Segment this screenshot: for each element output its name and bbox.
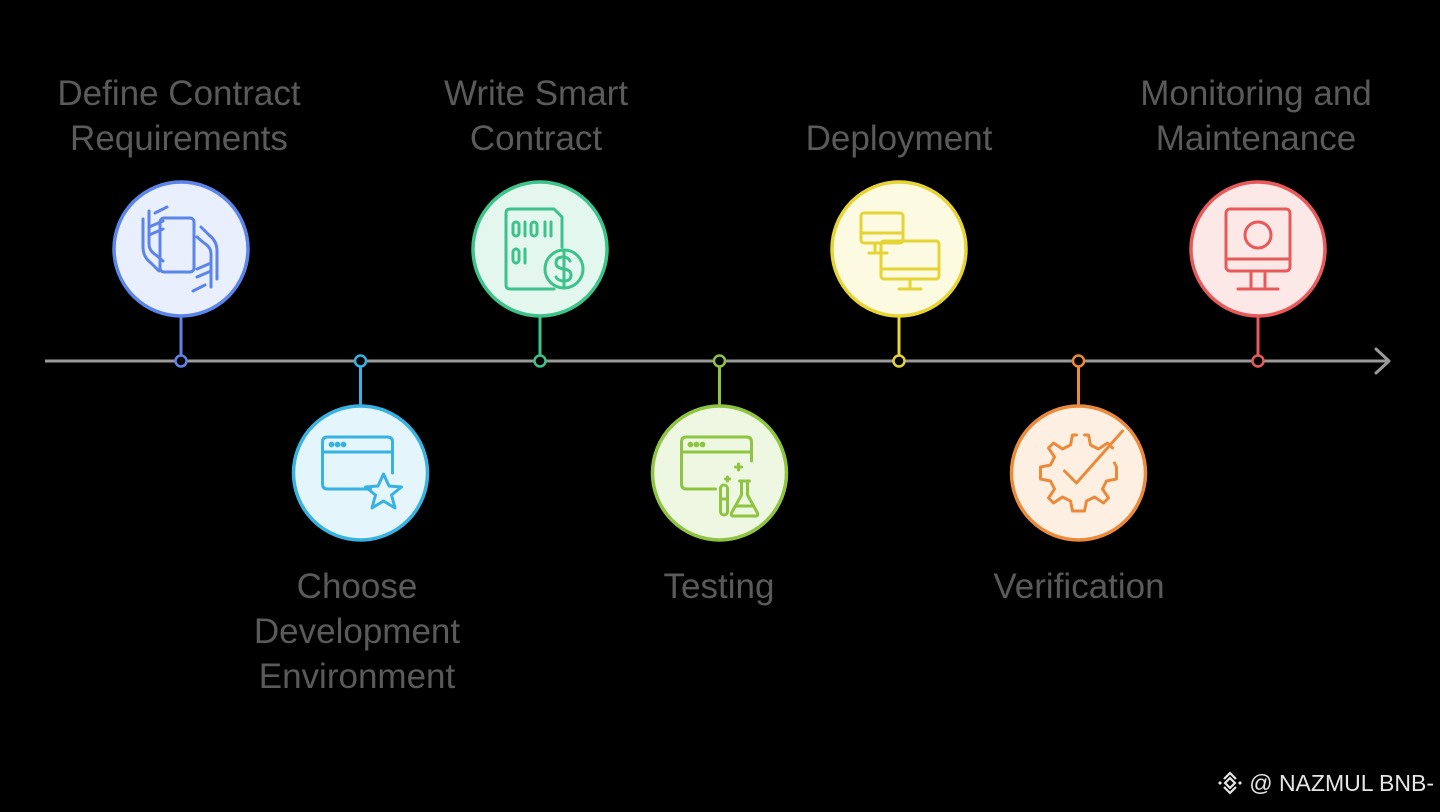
step-label-line: Contract: [469, 119, 603, 158]
timeline-node: [892, 354, 906, 368]
step-label-monitoring-and-maintenance: Monitoring and Maintenance: [1106, 71, 1406, 161]
step-label-line: Development: [253, 612, 461, 651]
step-4: [650, 354, 789, 542]
hands-holding-tablet-icon: [141, 205, 219, 293]
step-circle: [1009, 404, 1148, 542]
step-circle: [650, 404, 789, 542]
timeline-node: [712, 354, 727, 368]
binary-code-dollar-icon: [504, 207, 585, 291]
timeline-arrowhead: [1374, 347, 1391, 375]
timeline-node: [353, 354, 368, 368]
step-label-testing: Testing: [569, 564, 869, 609]
gear-check-icon: [1039, 429, 1124, 513]
two-monitors-icon: [859, 211, 941, 291]
browser-window-star-icon: [321, 435, 403, 510]
step-3: [471, 180, 609, 368]
step-label-line: Verification: [993, 567, 1165, 606]
step-7: [1189, 180, 1327, 368]
step-label-line: Testing: [663, 567, 775, 606]
step-label-line: Deployment: [805, 119, 993, 158]
step-circle: [830, 180, 968, 318]
step-label-line: Define Contract: [57, 74, 301, 113]
step-label-line: Environment: [258, 657, 456, 696]
step-label-line: Maintenance: [1155, 119, 1357, 158]
timeline-node: [533, 354, 547, 368]
step-label-verification: Verification: [929, 564, 1229, 609]
browser-window-flask-icon: [680, 435, 760, 518]
timeline-node: [1071, 354, 1086, 368]
step-label-line: Monitoring and: [1140, 74, 1372, 113]
step-label-write-smart-contract: Write Smart Contract: [386, 71, 686, 161]
step-label-line: Requirements: [70, 119, 288, 158]
watermark-text: @ NAZMUL BNB-: [1249, 770, 1434, 796]
step-circle: [112, 180, 250, 318]
step-1: [112, 180, 250, 368]
step-5: [830, 180, 968, 368]
binance-logo-icon: [1218, 771, 1243, 795]
timeline-node: [1251, 354, 1265, 368]
step-6: [1009, 354, 1148, 542]
step-label-line: Write Smart: [443, 74, 629, 113]
step-circle: [471, 180, 609, 318]
step-label-define-contract-requirements: Define Contract Requirements: [29, 71, 329, 161]
step-2: [291, 354, 430, 542]
watermark: @ NAZMUL BNB-: [1217, 769, 1434, 797]
step-circle: [291, 404, 430, 542]
step-label-choose-development-environment: Choose Development Environment: [207, 564, 507, 699]
step-label-line: Choose: [296, 567, 418, 606]
step-label-deployment: Deployment: [749, 116, 1049, 161]
monitor-eye-icon: [1224, 207, 1292, 291]
timeline-node: [174, 354, 188, 368]
